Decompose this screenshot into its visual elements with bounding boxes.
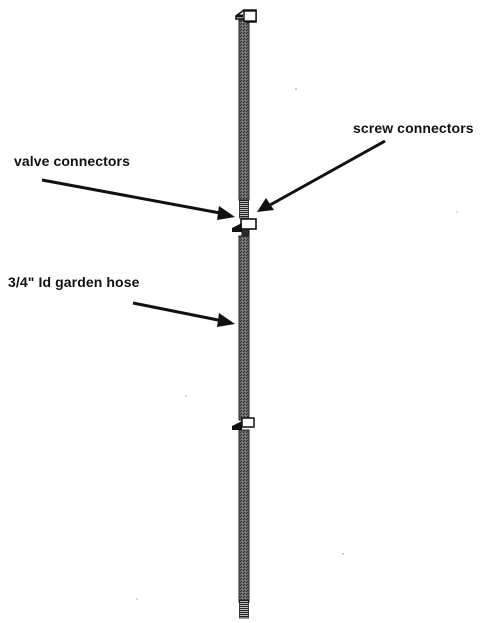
top-connector xyxy=(235,9,257,23)
upper-hose-section xyxy=(238,19,250,219)
arrow-hose xyxy=(132,301,235,327)
scan-specks xyxy=(136,88,458,600)
valve-connectors-label: valve connectors xyxy=(14,153,130,169)
screw-connectors-label: screw connectors xyxy=(353,120,474,136)
lower-connector xyxy=(232,417,255,430)
middle-connector xyxy=(232,218,257,237)
arrow-valve-connectors xyxy=(41,178,235,220)
lower-hose-section xyxy=(238,235,250,619)
garden-hose-label: 3/4" Id garden hose xyxy=(8,274,140,290)
arrow-screw-connectors xyxy=(257,139,386,212)
